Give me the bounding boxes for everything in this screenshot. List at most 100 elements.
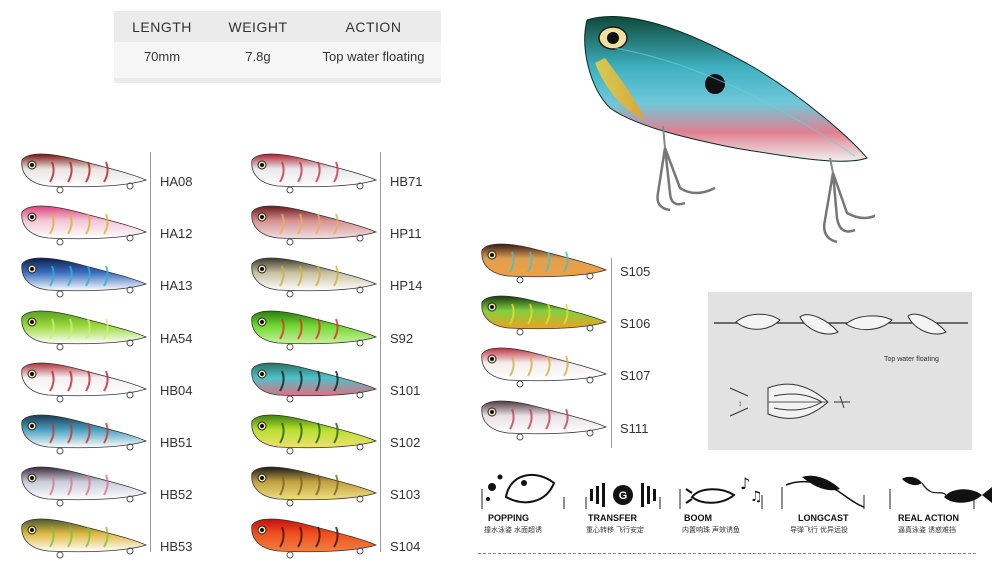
lure-image — [21, 518, 148, 559]
lure-item-hb52: HB52 — [18, 463, 210, 515]
lure-code-label: S105 — [620, 264, 651, 279]
feature-boom-title: BOOM — [684, 513, 712, 523]
feature-longcast: LONGCAST 导弹飞行 优异远投 — [780, 469, 866, 535]
lure-image — [251, 205, 378, 246]
lure-item-hb71: HB71 — [248, 150, 440, 202]
lure-code-label: S106 — [620, 316, 651, 332]
popping-icon — [481, 474, 565, 509]
lure-image — [21, 310, 148, 351]
svg-text:♪: ♪ — [740, 474, 750, 493]
boom-icon: ♪ ♫ — [679, 474, 763, 509]
lure-code-label: S102 — [390, 435, 421, 450]
lure-image — [481, 400, 608, 441]
lure-image — [21, 414, 148, 455]
lure-image — [481, 295, 608, 336]
real-action-icon — [889, 476, 992, 509]
svg-text:G: G — [619, 490, 628, 502]
svg-text:♫: ♫ — [750, 489, 763, 505]
lure-code-label: HB53 — [160, 539, 193, 555]
spec-value-action: Top water floating — [322, 49, 425, 64]
lure-image — [251, 518, 378, 559]
lure-image — [481, 347, 608, 388]
lure-image — [251, 362, 378, 403]
lure-item-s92: S92 — [248, 307, 440, 359]
lure-item-ha54: HA54 — [18, 307, 210, 359]
lure-item-hp14: HP14 — [248, 254, 440, 306]
lure-code-label: HB04 — [160, 382, 193, 398]
feature-transfer: G TRANSFER 重心转移 飞行安定 — [584, 469, 662, 535]
spec-value-weight: 7.8g — [245, 49, 271, 64]
lure-code-label: S92 — [390, 330, 414, 346]
lure-code-label: S101 — [390, 382, 421, 398]
swim-action-diagram: ↕ — [714, 313, 968, 419]
lure-image — [21, 153, 148, 194]
lure-code-label: HB71 — [390, 174, 423, 189]
lure-code-label: S103 — [390, 487, 421, 503]
feature-boom: ♪ ♫ BOOM 内置响珠 声效诱鱼 — [678, 469, 764, 535]
column-2-divider — [380, 152, 381, 552]
feature-longcast-title: LONGCAST — [798, 513, 849, 523]
spec-table: LENGTH WEIGHT ACTION 70mm 7.8g Top water… — [114, 11, 441, 83]
feature-transfer-sub: 重心转移 飞行安定 — [586, 527, 644, 534]
lure-item-s105: S105 — [478, 240, 670, 292]
lure-item-hb51: HB51 — [18, 411, 210, 463]
lure-item-s101: S101 — [248, 359, 440, 411]
feature-real-action-title: REAL ACTION — [898, 513, 960, 523]
svg-text:↕: ↕ — [738, 399, 742, 408]
lure-code-label: HA13 — [160, 278, 193, 294]
lure-item-hb04: HB04 — [18, 359, 210, 411]
lure-item-hb53: HB53 — [18, 515, 210, 567]
lure-item-s107: S107 — [478, 344, 670, 396]
lure-image — [251, 310, 378, 351]
lure-image — [251, 414, 378, 455]
lure-item-s111: S111 — [478, 397, 670, 449]
feature-popping-sub: 撞水泳姿 水面超诱 — [484, 527, 542, 534]
feature-boom-sub: 内置响珠 声效诱鱼 — [682, 527, 740, 534]
lure-image — [21, 362, 148, 403]
lure-code-label: HA12 — [160, 226, 193, 242]
lure-item-s103: S103 — [248, 463, 440, 515]
lure-code-label: HB51 — [160, 435, 193, 450]
longcast-icon — [781, 475, 865, 509]
column-3-divider — [611, 258, 612, 448]
lure-code-label: S107 — [620, 368, 651, 384]
feature-real-action-sub: 逼真泳姿 诱惑难挡 — [898, 527, 956, 534]
lure-image — [251, 466, 378, 507]
feature-longcast-sub: 导弹飞行 优异远投 — [790, 527, 848, 534]
lure-item-ha13: HA13 — [18, 254, 210, 306]
lure-code-label: HA54 — [160, 330, 193, 346]
spec-header-weight: WEIGHT — [228, 19, 288, 35]
transfer-icon: G — [585, 483, 661, 509]
lure-code-label: S111 — [620, 420, 649, 436]
lure-image — [251, 257, 378, 298]
spec-values-band — [114, 42, 441, 78]
lure-image — [21, 466, 148, 507]
action-caption: Top water floating — [884, 356, 939, 363]
lure-image — [21, 257, 148, 298]
feature-transfer-title: TRANSFER — [588, 513, 637, 523]
column-1-divider — [150, 152, 151, 552]
lure-item-s102: S102 — [248, 411, 440, 463]
lure-image — [481, 243, 608, 284]
feature-popping-title: POPPING — [488, 513, 530, 523]
lure-code-label: HB52 — [160, 487, 193, 503]
lure-code-label: S104 — [390, 539, 421, 555]
lure-image — [21, 205, 148, 246]
spec-value-length: 70mm — [143, 49, 181, 64]
lure-code-label: HP14 — [390, 278, 423, 294]
feature-popping: POPPING 撞水泳姿 水面超诱 — [480, 469, 566, 535]
feature-real-action: REAL ACTION 逼真泳姿 诱惑难挡 — [888, 469, 994, 535]
dotted-divider — [478, 553, 976, 554]
spec-header-length: LENGTH — [132, 19, 192, 35]
lure-item-s106: S106 — [478, 292, 670, 344]
lure-item-ha12: HA12 — [18, 202, 210, 254]
lure-code-label: HP11 — [390, 226, 422, 242]
lure-image — [251, 153, 378, 194]
lure-code-label: HA08 — [160, 174, 193, 189]
hero-lure-image — [584, 16, 875, 244]
lure-item-s104: S104 — [248, 515, 440, 567]
lure-item-hp11: HP11 — [248, 202, 440, 254]
spec-header-action: ACTION — [345, 19, 402, 35]
action-diagram-panel: ↕ Top water floating — [708, 292, 972, 450]
lure-item-ha08: HA08 — [18, 150, 210, 202]
